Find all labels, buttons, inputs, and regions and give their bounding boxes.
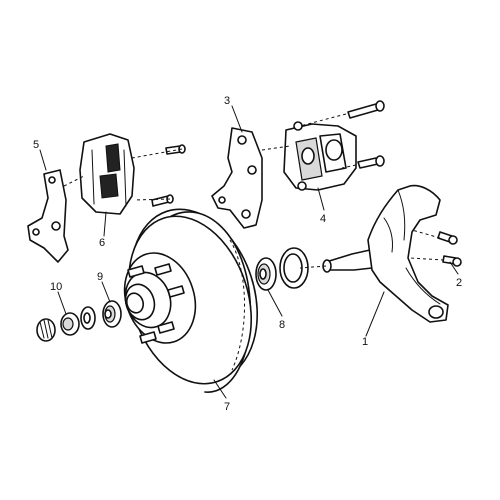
callout-6: 6 — [99, 237, 105, 249]
callout-9: 9 — [97, 271, 103, 283]
callout-8: 8 — [279, 319, 285, 331]
spindle-washer — [80, 306, 96, 330]
alignment-lines — [63, 113, 445, 269]
callout-2: 2 — [456, 277, 462, 289]
steering-knuckle — [322, 184, 449, 323]
callouts: 1 2 3 4 5 6 7 8 9 10 — [33, 95, 462, 413]
callout-1: 1 — [362, 336, 368, 348]
caliper-bracket — [211, 127, 263, 229]
callout-10: 10 — [50, 281, 62, 293]
knuckle-bolts — [437, 231, 462, 267]
outer-bearing — [102, 300, 122, 328]
callout-4: 4 — [320, 213, 326, 225]
callout-7: 7 — [224, 401, 230, 413]
left-bracket — [27, 169, 69, 263]
brake-caliper — [283, 100, 385, 191]
callout-5: 5 — [33, 139, 39, 151]
dust-cap — [36, 318, 56, 342]
brake-rotor — [123, 208, 259, 393]
callout-3: 3 — [224, 95, 230, 107]
caliper-body — [79, 133, 186, 215]
spindle-nut — [60, 312, 80, 336]
grease-seal — [279, 247, 309, 289]
leader-lines — [39, 105, 459, 399]
inner-bearing — [255, 257, 277, 291]
